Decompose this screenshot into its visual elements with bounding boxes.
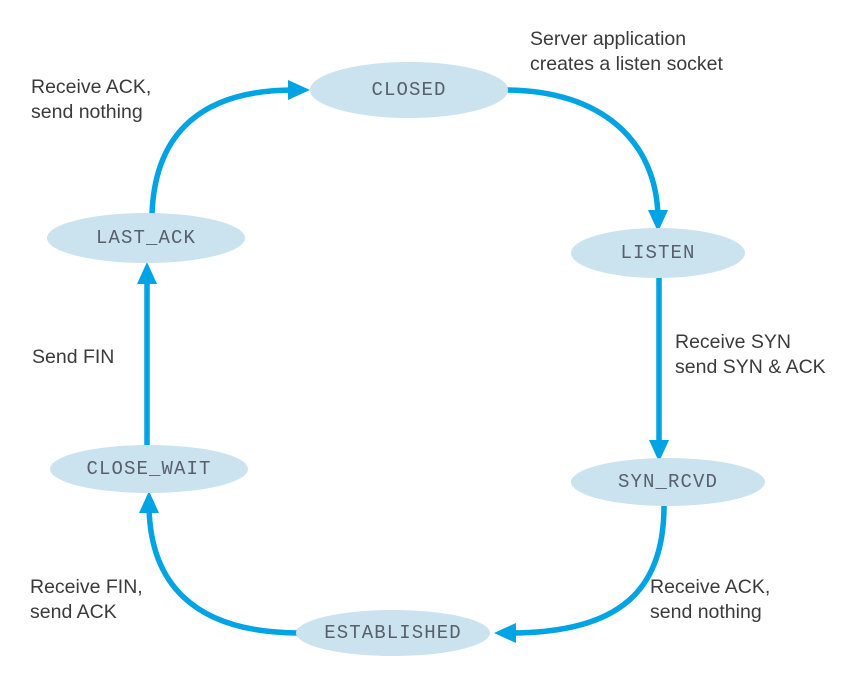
edge-label-line: Receive FIN,	[30, 576, 143, 598]
edge-closed-to-listen[interactable]	[504, 87, 668, 232]
edge-label-line: Receive ACK,	[650, 576, 770, 598]
state-ellipse-syn-rcvd	[571, 458, 765, 506]
edge-label-close-wait-to-last-ack: Send FIN	[32, 346, 114, 368]
states-layer: CLOSED LISTEN SYN_RCVD ESTABLISHED CLOSE…	[47, 62, 765, 656]
edge-syn-rcvd-to-established[interactable]	[494, 505, 667, 643]
arrowhead-last-ack-to-closed	[288, 80, 310, 100]
state-label-close-wait: CLOSE_WAIT	[86, 458, 211, 480]
arrowhead-syn-rcvd-to-established	[494, 623, 516, 643]
state-label-closed: CLOSED	[371, 79, 446, 101]
edge-label-last-ack-to-closed: Receive ACK, send nothing	[31, 76, 151, 123]
state-ellipse-closed	[310, 62, 508, 118]
state-label-syn-rcvd: SYN_RCVD	[618, 471, 718, 493]
state-node-closed[interactable]: CLOSED	[310, 62, 508, 118]
state-ellipse-listen	[571, 228, 745, 278]
edge-path-syn-rcvd-to-established	[509, 505, 667, 636]
state-node-close-wait[interactable]: CLOSE_WAIT	[50, 445, 248, 493]
edge-label-line: send ACK	[30, 601, 117, 623]
arrowhead-established-to-close-wait	[139, 491, 159, 513]
state-ellipse-established	[296, 610, 490, 656]
edge-label-syn-rcvd-to-established: Receive ACK, send nothing	[650, 576, 770, 623]
state-node-syn-rcvd[interactable]: SYN_RCVD	[571, 458, 765, 506]
edge-labels-layer: Server application creates a listen sock…	[30, 28, 826, 623]
arrowhead-listen-to-syn-rcvd	[649, 440, 669, 462]
edge-path-established-to-close-wait	[146, 505, 298, 636]
state-ellipse-last-ack	[47, 213, 245, 263]
edge-path-last-ack-to-closed	[149, 87, 295, 215]
edge-established-to-close-wait[interactable]	[139, 491, 298, 636]
edge-label-line: Receive ACK,	[31, 76, 151, 98]
state-label-established: ESTABLISHED	[324, 622, 462, 644]
edge-label-line: send nothing	[650, 601, 762, 623]
state-node-listen[interactable]: LISTEN	[571, 228, 745, 278]
edge-label-line: Send FIN	[32, 346, 114, 368]
arrowhead-closed-to-listen	[648, 210, 668, 232]
edge-listen-to-syn-rcvd[interactable]	[649, 278, 669, 462]
state-ellipse-close-wait	[50, 445, 248, 493]
edge-label-listen-to-syn-rcvd: Receive SYN send SYN & ACK	[675, 331, 826, 378]
state-label-last-ack: LAST_ACK	[96, 227, 196, 249]
edge-label-closed-to-listen: Server application creates a listen sock…	[530, 28, 724, 75]
arrowhead-close-wait-to-last-ack	[137, 262, 157, 284]
edge-label-established-to-close-wait: Receive FIN, send ACK	[30, 576, 143, 623]
edge-close-wait-to-last-ack[interactable]	[137, 262, 157, 446]
edge-label-line: Server application	[530, 28, 686, 50]
edge-label-line: send nothing	[31, 101, 143, 123]
edge-label-line: Receive SYN	[675, 331, 791, 353]
edge-last-ack-to-closed[interactable]	[149, 80, 310, 215]
edge-label-line: creates a listen socket	[530, 53, 724, 75]
edges-layer	[137, 80, 669, 643]
state-node-established[interactable]: ESTABLISHED	[296, 610, 490, 656]
edge-label-line: send SYN & ACK	[675, 356, 826, 378]
state-node-last-ack[interactable]: LAST_ACK	[47, 213, 245, 263]
state-label-listen: LISTEN	[620, 242, 695, 264]
edge-path-closed-to-listen	[504, 87, 661, 219]
